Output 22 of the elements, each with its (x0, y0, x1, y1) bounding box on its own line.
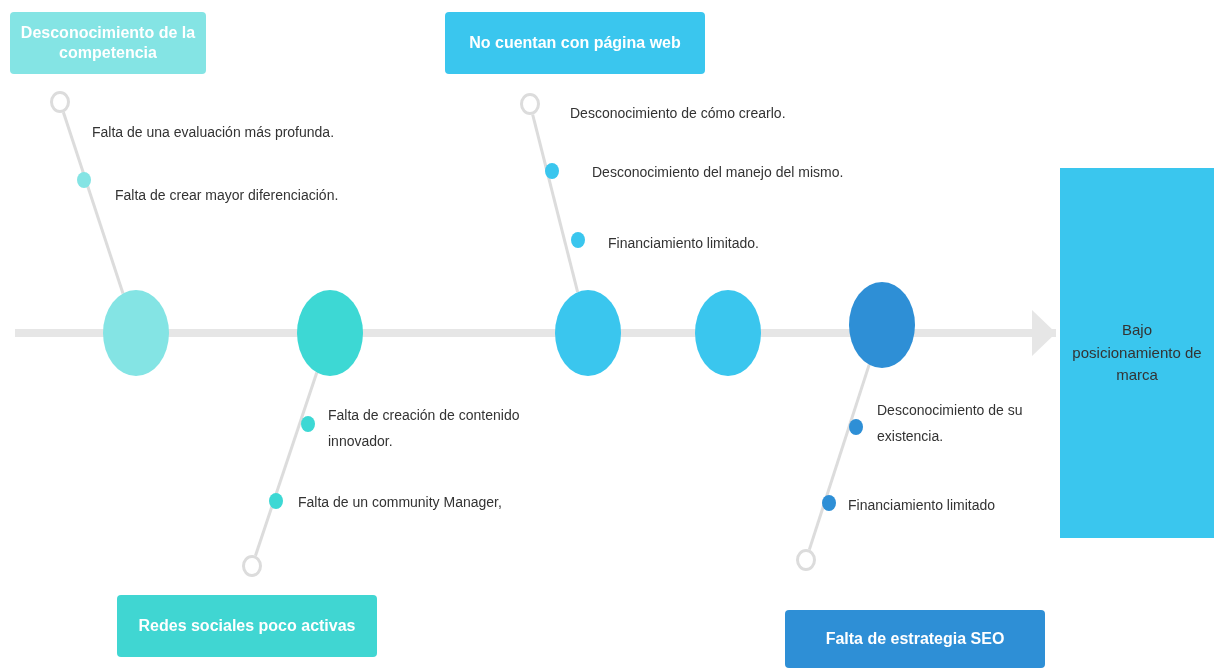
connector-line (61, 111, 125, 294)
cause-box: Redes sociales poco activas (117, 595, 377, 657)
cause-text: Falta de crear mayor diferenciación. (115, 186, 340, 205)
cause-box: Falta de estrategia SEO (785, 610, 1045, 668)
connector-line (254, 371, 319, 557)
effect-box: Bajo posicionamiento de marca (1060, 168, 1214, 538)
cause-box: Desconocimiento de la competencia (10, 12, 206, 74)
hollow-ring (520, 93, 540, 115)
cause-text: Falta de un community Manager, (298, 493, 503, 512)
hollow-ring (242, 555, 262, 577)
hollow-ring (50, 91, 70, 113)
cause-text: Financiamiento limitado (848, 496, 997, 515)
cause-text: Desconocimiento del manejo del mismo. (592, 163, 845, 182)
cause-text: Falta de una evaluación más profunda. (92, 123, 336, 142)
hollow-ring (796, 549, 816, 571)
cause-box: No cuentan con página web (445, 12, 705, 74)
cause-text: Desconocimiento de cómo crearlo. (570, 104, 787, 123)
connector-line (807, 364, 871, 551)
cause-text: Financiamiento limitado. (608, 234, 760, 253)
cause-text: Desconocimiento de su existencia. (877, 401, 1024, 446)
connector-line (531, 114, 580, 293)
cause-text: Falta de creación de contenido innovador. (328, 406, 521, 451)
